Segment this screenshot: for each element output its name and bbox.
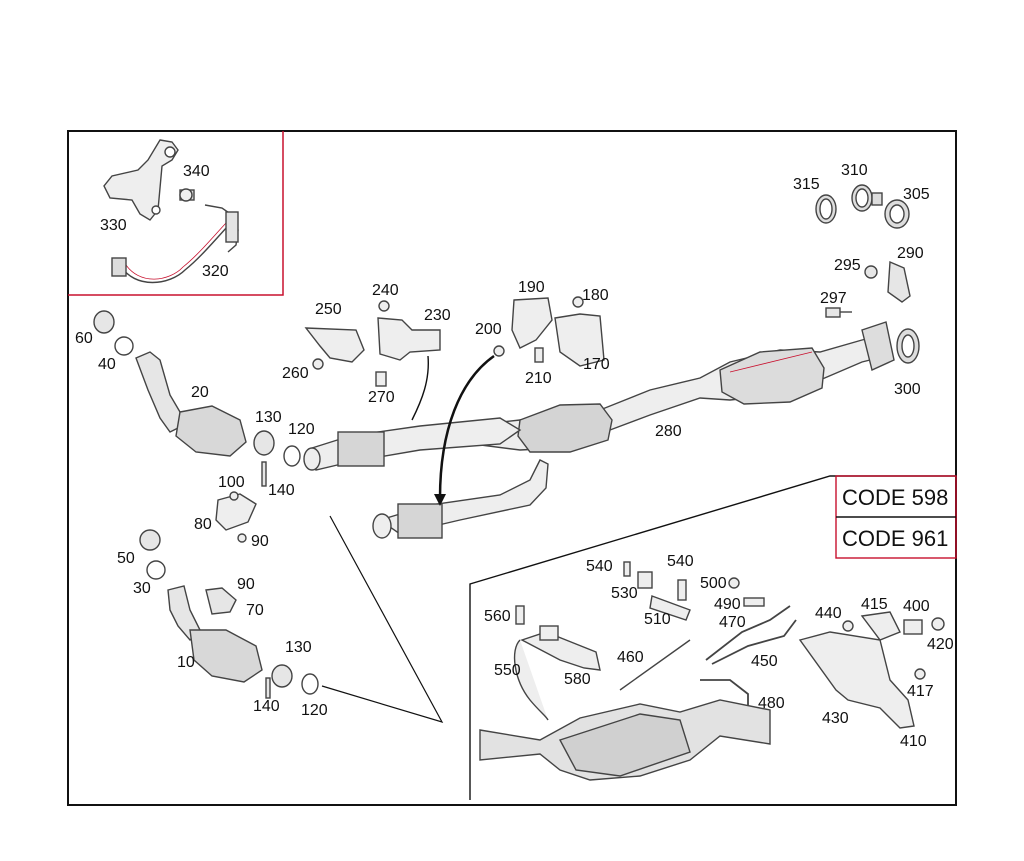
label-260: 260 [282,365,309,382]
label-180: 180 [582,287,609,304]
label-305: 305 [903,186,930,203]
label-540b: 540 [667,553,694,570]
diagram-frame [67,130,957,806]
label-140a: 140 [268,482,295,499]
label-440: 440 [815,605,842,622]
label-90a: 90 [251,533,269,550]
label-295: 295 [834,257,861,274]
label-20: 20 [191,384,209,401]
front-cat-20-illustration [93,310,301,487]
label-297: 297 [820,290,847,307]
label-410: 410 [900,733,927,750]
label-240: 240 [372,282,399,299]
label-10: 10 [177,654,195,671]
clamp-rings-illustration [815,184,910,229]
label-490: 490 [714,596,741,613]
label-170: 170 [583,356,610,373]
label-417: 417 [907,683,934,700]
label-200: 200 [475,321,502,338]
label-320: 320 [202,263,229,280]
bracket-80-illustration [215,491,257,543]
hanger-bracket-illustration [825,260,911,318]
label-90b: 90 [237,576,255,593]
code-inset-borders [469,475,957,800]
pressure-lines-illustration [700,605,797,712]
label-230: 230 [424,307,451,324]
rear-cat-inset-illustration [479,699,771,781]
label-250: 250 [315,301,342,318]
label-280: 280 [655,423,682,440]
label-60: 60 [75,330,93,347]
label-130b: 130 [285,639,312,656]
sensor-bracket-illustration [103,139,195,221]
callout-line [321,515,444,723]
label-550: 550 [494,662,521,679]
label-415: 415 [861,596,888,613]
label-270: 270 [368,389,395,406]
mount-brackets-illustration [304,296,605,387]
label-140b: 140 [253,698,280,715]
label-330: 330 [100,217,127,234]
label-470: 470 [719,614,746,631]
label-70: 70 [246,602,264,619]
label-100: 100 [218,474,245,491]
sensor-assembly-illustration [513,561,765,721]
code-961-label: CODE 961 [842,526,949,551]
label-540a: 540 [586,558,613,575]
code-598-label: CODE 598 [842,485,949,510]
label-560: 560 [484,608,511,625]
label-315: 315 [793,176,820,193]
label-580: 580 [564,671,591,688]
label-80: 80 [194,516,212,533]
label-50: 50 [117,550,135,567]
label-310: 310 [841,162,868,179]
label-420: 420 [927,636,954,653]
label-530: 530 [611,585,638,602]
label-400: 400 [903,598,930,615]
label-120a: 120 [288,421,315,438]
label-40: 40 [98,356,116,373]
label-210: 210 [525,370,552,387]
label-430: 430 [822,710,849,727]
label-480: 480 [758,695,785,712]
label-340: 340 [183,163,210,180]
label-30: 30 [133,580,151,597]
label-290: 290 [897,245,924,262]
gasket-ring-300-illustration [896,328,920,364]
label-130a: 130 [255,409,282,426]
label-120b: 120 [301,702,328,719]
oxygen-sensor-320-illustration [111,204,239,284]
label-450: 450 [751,653,778,670]
front-cat-10-illustration [139,529,319,699]
arrow-200-to-pipe [438,354,495,499]
y-pipe-illustration [303,417,549,539]
label-190: 190 [518,279,545,296]
arrow-230-to-pipe [411,355,430,421]
rear-exhaust-pipe-illustration [429,321,895,453]
inset-box-border [68,131,284,296]
label-500: 500 [700,575,727,592]
label-460: 460 [617,649,644,666]
label-300: 300 [894,381,921,398]
label-510: 510 [644,611,671,628]
sensor-bracket-410-illustration [798,611,945,729]
